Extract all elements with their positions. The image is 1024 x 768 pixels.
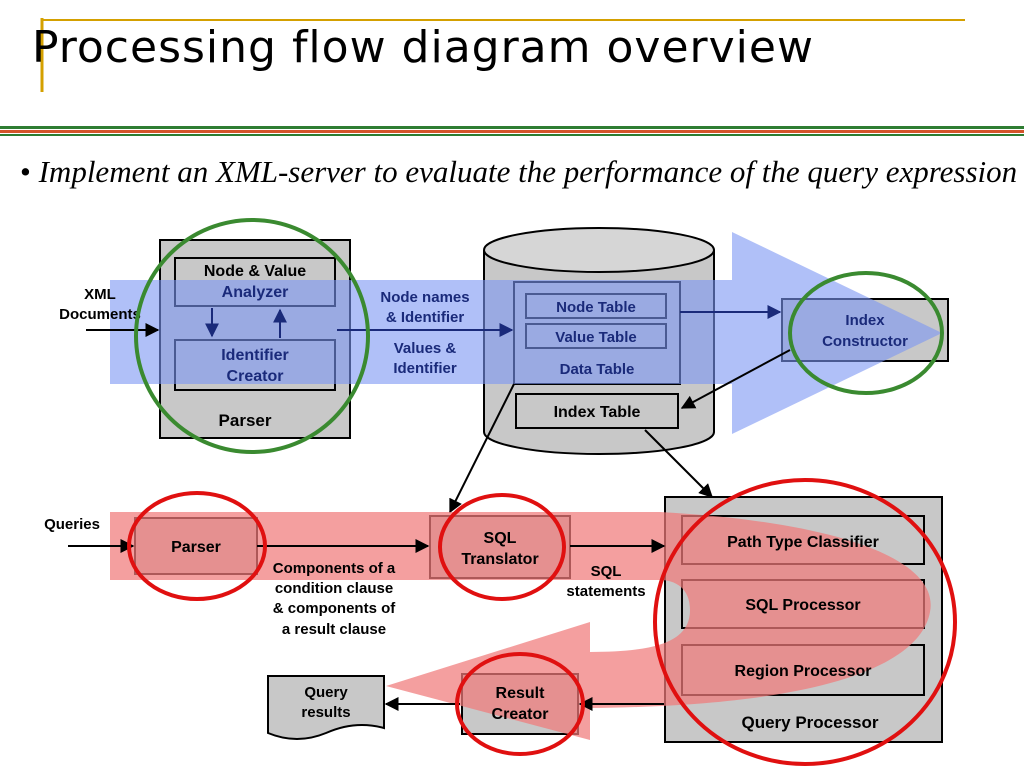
- documents-label: Documents: [59, 306, 141, 323]
- components-label-1: Components of a: [273, 560, 396, 577]
- result-creator-label-2: Creator: [492, 706, 549, 723]
- queries-label: Queries: [44, 516, 100, 533]
- query-parser-highlight-circle: [127, 491, 267, 601]
- index-table-box: [515, 393, 679, 429]
- data-table-label: Data Table: [560, 361, 635, 378]
- node-table-label: Node Table: [556, 299, 636, 316]
- index-table-label: Index Table: [554, 404, 641, 421]
- bullet-marker: •: [20, 154, 31, 189]
- database-cylinder-top: [483, 227, 715, 273]
- title-underline-green-2: [0, 134, 1024, 136]
- index-constructor-label-2: Constructor: [822, 333, 908, 350]
- xml-label: XML: [84, 286, 116, 303]
- node-names-label-2: & Identifier: [386, 309, 465, 326]
- title-underline-green: [0, 126, 1024, 129]
- analyzer-label-2: Analyzer: [222, 284, 289, 301]
- result-creator-label-1: Result: [496, 685, 546, 702]
- node-names-label-1: Node names: [380, 289, 469, 306]
- database-to-translator-arrow: [449, 383, 515, 514]
- sql-translator-highlight-circle: [438, 493, 566, 601]
- region-processor-label: Region Processor: [735, 663, 872, 680]
- value-table-label: Value Table: [555, 329, 636, 346]
- sql-processor-label: SQL Processor: [745, 597, 860, 614]
- query-processing-arrow: [110, 512, 931, 740]
- title-underline-orange: [0, 130, 1024, 133]
- query-processor-label: Query Processor: [741, 713, 878, 732]
- index-table-to-query-processor-arrow: [644, 429, 713, 498]
- parser-highlight-circle: [134, 218, 370, 454]
- bullet-point: • Implement an XML-server to evaluate th…: [20, 150, 1020, 194]
- query-processor-highlight-circle: [653, 478, 957, 766]
- parser-label: Parser: [219, 411, 272, 430]
- query-results-label-1: Query: [304, 684, 348, 701]
- sql-statements-label-2: statements: [566, 583, 645, 600]
- creator-label-1: Identifier: [221, 347, 289, 364]
- analyzer-label-1: Node & Value: [204, 263, 306, 280]
- creator-label-2: Creator: [227, 368, 284, 385]
- query-results-document: [267, 675, 385, 740]
- query-results-label-2: results: [301, 704, 350, 721]
- sql-translator-label-2: Translator: [461, 551, 538, 568]
- document-processing-arrow: [110, 232, 942, 434]
- index-constructor-label-1: Index: [845, 312, 885, 329]
- components-label-4: a result clause: [282, 621, 386, 638]
- sql-statements-label-1: SQL: [591, 563, 622, 580]
- components-label-3: & components of: [273, 600, 397, 617]
- components-label-2: condition clause: [275, 580, 393, 597]
- index-constructor-to-index-table-arrow: [680, 349, 791, 409]
- bullet-text: Implement an XML-server to evaluate the …: [38, 154, 1018, 189]
- index-constructor-highlight-circle: [788, 271, 944, 395]
- path-type-classifier-label: Path Type Classifier: [727, 534, 879, 551]
- result-creator-highlight-circle: [455, 652, 585, 756]
- title-decoration: [0, 18, 1024, 136]
- sql-translator-label-1: SQL: [484, 530, 517, 547]
- slide-title: Processing flow diagram overview: [32, 22, 814, 73]
- values-label-2: Identifier: [393, 360, 457, 377]
- values-label-1: Values &: [394, 340, 457, 357]
- query-parser-label: Parser: [171, 539, 221, 556]
